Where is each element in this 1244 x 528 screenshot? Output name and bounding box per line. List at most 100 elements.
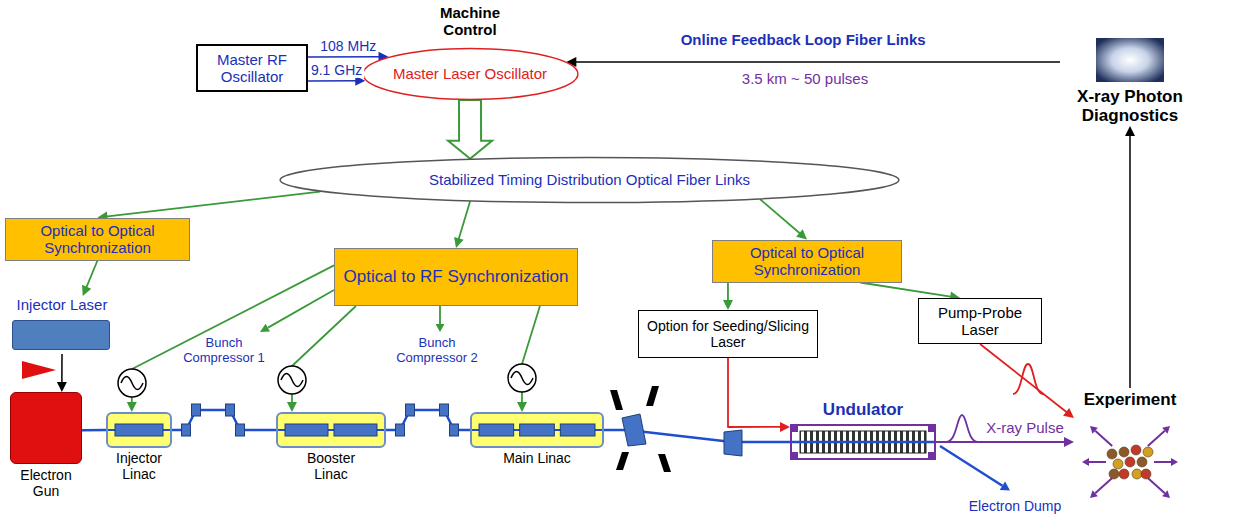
cavity-group <box>278 414 384 446</box>
node-text: X-ray Photon Diagnostics <box>1060 87 1200 126</box>
ellipse-outline <box>280 157 899 202</box>
dipole-magnet <box>406 404 415 416</box>
node-text: Electron Gun <box>6 467 86 499</box>
connector <box>61 354 63 384</box>
end-magnet <box>928 426 934 432</box>
sine-wave <box>121 377 143 390</box>
undulator: Undulator <box>790 424 936 460</box>
scatter-arrow <box>1154 461 1171 463</box>
rf-cavity <box>479 424 514 436</box>
node-text: Option for Seeding/Slicing Laser <box>645 318 811 350</box>
connector <box>574 61 1060 63</box>
dipole-magnet <box>182 424 191 436</box>
node-text: Pump-Probe Laser <box>925 304 1035 339</box>
sample-particle <box>1132 469 1142 479</box>
laser-pulse-shape <box>1013 364 1043 394</box>
sample-particle <box>1125 457 1135 467</box>
laser-pulse-flag <box>22 361 56 379</box>
node-text: Master RF Oscillator <box>204 51 300 86</box>
rf-oscillator-symbol <box>118 364 536 397</box>
timing-arrow <box>268 290 334 328</box>
collimator-jaw <box>616 452 629 470</box>
experiment-sample: Experiment <box>1074 388 1186 508</box>
edge-label: 108 MHz <box>318 38 378 54</box>
fiber-link-ellipse: Stabilized Timing Distribution Optical F… <box>277 157 902 203</box>
compressor-label: Bunch Compressor 2 <box>392 336 482 366</box>
sample-particle <box>1143 447 1153 457</box>
bend-magnet <box>622 414 646 446</box>
electron-gun: Electron Gun <box>10 392 82 464</box>
node-text: Master Laser Oscillator <box>393 65 547 82</box>
sine-wave <box>281 374 303 387</box>
dump-label: Electron Dump <box>950 498 1080 514</box>
arrowhead <box>1000 482 1010 491</box>
sample-particle <box>1131 445 1141 455</box>
collimator-jaw <box>610 386 671 472</box>
laser-oscillator-ellipse: Master Laser Oscillator <box>362 48 579 100</box>
linac-module: Main Linac <box>470 412 604 448</box>
arrowhead <box>1162 426 1170 434</box>
connector <box>86 261 98 289</box>
connector <box>980 344 1068 413</box>
connector <box>132 265 334 404</box>
arrowhead <box>1090 426 1098 434</box>
rf-cavity <box>285 424 328 436</box>
scatter-arrow <box>1095 478 1112 493</box>
undulator-magnets <box>792 426 934 458</box>
sync-box: Optical to Optical Synchronization <box>5 218 190 261</box>
sync-box: Optical to RF Synchronization <box>334 248 578 306</box>
node-text: Injector Linac <box>104 450 174 482</box>
connector <box>308 56 380 58</box>
edge-label: Online Feedback Loop Fiber Links <box>679 31 928 48</box>
detector-icon <box>1096 38 1164 82</box>
collimator-jaw <box>658 454 671 472</box>
sine-wave <box>511 372 533 385</box>
laser-box: Pump-Probe Laser <box>918 298 1042 344</box>
beam-pipe <box>792 441 934 444</box>
node-text: Experiment <box>1074 390 1186 410</box>
arrowhead <box>1162 490 1170 498</box>
sample-particle <box>1141 469 1151 479</box>
laser-body <box>12 320 110 350</box>
connector <box>860 283 952 297</box>
connector <box>308 80 357 82</box>
sample-particle <box>1107 449 1117 459</box>
node-text: Optical to Optical Synchronization <box>12 222 183 257</box>
arrowhead <box>260 324 270 332</box>
node-text: Optical to RF Synchronization <box>344 267 569 287</box>
arrowhead <box>436 324 445 332</box>
timing-arrow <box>439 306 441 324</box>
fiber-length-note: 3.5 km ~ 50 pulses <box>720 70 890 87</box>
collimator-jaw <box>610 390 623 410</box>
bend-magnet <box>724 430 742 456</box>
dipole-magnet <box>236 424 245 436</box>
arrowhead <box>1171 458 1178 466</box>
node-text: Booster Linac <box>296 450 366 482</box>
end-magnet <box>792 452 798 458</box>
arrowhead <box>1090 490 1098 498</box>
sample-particle <box>1137 457 1147 467</box>
injector-laser: Injector Laser <box>10 296 114 354</box>
linac-module: Booster Linac <box>276 412 386 448</box>
laser-box: Option for Seeding/Slicing Laser <box>638 310 818 358</box>
scatter-arrow <box>1095 431 1112 446</box>
dipole-magnet <box>226 404 235 416</box>
ellipse-outline <box>363 49 578 100</box>
sample-particle <box>1119 469 1129 479</box>
edge-label: X-ray Pulse <box>984 419 1066 436</box>
edge-label: 9.1 GHz <box>309 62 364 78</box>
chicane-magnet <box>182 404 743 456</box>
connector <box>936 441 1066 443</box>
dipole-magnet <box>396 424 405 436</box>
node-text: Optical to Optical Synchronization <box>719 244 895 279</box>
sync-box: Optical to Optical Synchronization <box>712 240 902 283</box>
connector <box>105 192 320 217</box>
scatter-arrow <box>1089 461 1106 463</box>
end-magnet <box>928 452 934 458</box>
dump-beamline <box>940 446 1002 486</box>
node-text: Stabilized Timing Distribution Optical F… <box>429 171 750 188</box>
connector <box>760 199 801 234</box>
linac-module: Injector Linac <box>106 412 172 448</box>
